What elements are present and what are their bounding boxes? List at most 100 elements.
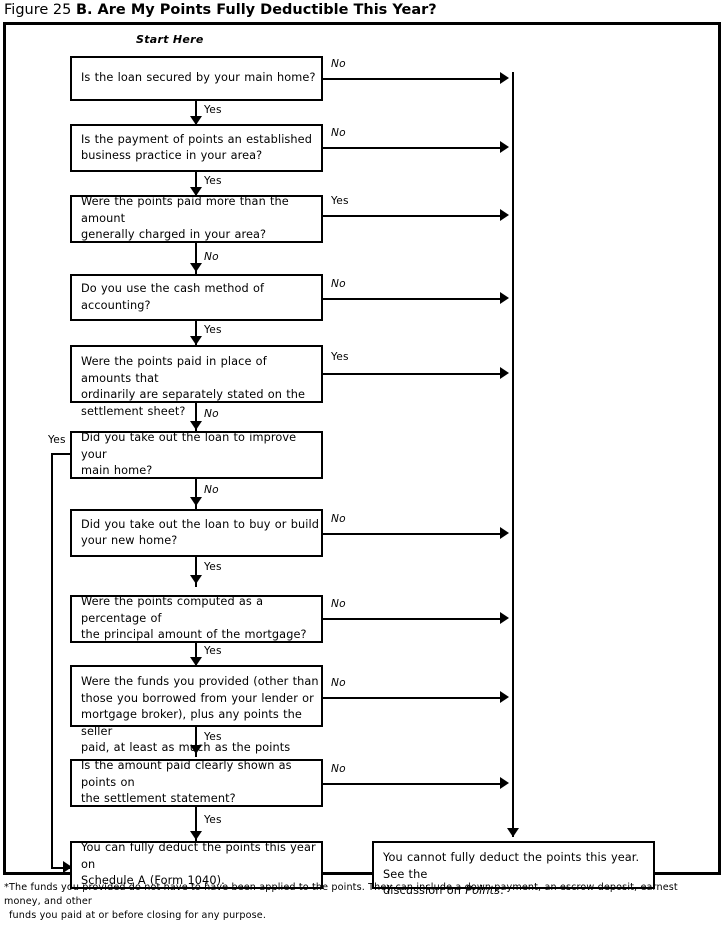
- decision-box-amount-shown-as-points-text: Is the amount paid clearly shown as poin…: [81, 759, 292, 806]
- figure-title-text: B. Are My Points Fully Deductible This Y…: [75, 2, 437, 18]
- branch-label-q8-no: No: [331, 598, 346, 610]
- decision-box-points-more-than-amount[interactable]: Were the points paid more than the amoun…: [70, 195, 323, 243]
- outcome-box-fully-deductible[interactable]: You can fully deduct the points this yea…: [70, 841, 323, 889]
- footnote: *The funds you provided do not have to h…: [4, 881, 716, 923]
- arrowhead-q1-no: [500, 72, 509, 84]
- connector-q5-yes: [323, 373, 503, 375]
- arrowhead-q2-no: [500, 141, 509, 153]
- arrowhead-q2-q3: [190, 187, 202, 196]
- not-deductible-points-link[interactable]: Points: [465, 884, 501, 897]
- connector-q3-q4: [195, 243, 197, 276]
- branch-label-q6-yes: Yes: [48, 434, 66, 446]
- branch-label-q3-yes: Yes: [331, 195, 349, 207]
- connector-q2-no: [323, 147, 503, 149]
- decision-box-points-as-percentage[interactable]: Were the points computed as a percentage…: [70, 595, 323, 643]
- branch-label-q1-no: No: [331, 58, 346, 70]
- branch-label-q4-yes: Yes: [204, 324, 222, 336]
- decision-box-funds-provided[interactable]: Were the funds you provided (other than …: [70, 665, 323, 771]
- decision-box-cash-method-text: Do you use the cash method of accounting…: [81, 282, 265, 312]
- branch-label-q9-no: No: [331, 677, 346, 689]
- branch-label-q10-no: No: [331, 763, 346, 775]
- connector-q10-yes: [195, 807, 197, 843]
- not-deductible-tail: .: [500, 884, 504, 897]
- decision-box-points-in-place-of-amounts-text: Were the points paid in place of amounts…: [81, 355, 306, 418]
- connector-q6-q7: [195, 479, 197, 509]
- branch-label-q4-no: No: [331, 278, 346, 290]
- connector-q9-no: [323, 697, 503, 699]
- branch-label-q2-no: No: [331, 127, 346, 139]
- not-deductible-lead: discussion on: [383, 884, 466, 897]
- connector-q6-yes-to-outcome: [51, 867, 72, 869]
- footnote-line-1: *The funds you provided do not have to h…: [4, 882, 682, 907]
- decision-box-loan-to-improve-home-text: Did you take out the loan to improve you…: [81, 431, 297, 478]
- branch-label-q3-no: No: [204, 251, 219, 263]
- arrowhead-q10-yes: [190, 831, 202, 840]
- connector-q4-q5: [195, 321, 197, 347]
- branch-label-q9-yes: Yes: [204, 731, 222, 743]
- connector-no-collector-spine: [512, 72, 514, 837]
- decision-box-loan-to-buy-or-build[interactable]: Did you take out the loan to buy or buil…: [70, 509, 323, 557]
- not-deductible-line1: You cannot fully deduct the points this …: [383, 851, 640, 881]
- decision-box-established-practice[interactable]: Is the payment of points an established …: [70, 124, 323, 172]
- decision-box-established-practice-text: Is the payment of points an established …: [81, 132, 312, 163]
- figure-number: Figure 25: [4, 2, 72, 18]
- page-title: Figure 25 B. Are My Points Fully Deducti…: [4, 1, 437, 19]
- arrowhead-q5-q6: [190, 421, 202, 430]
- connector-q9-q10: [195, 727, 197, 757]
- arrowhead-q6-yes: [63, 861, 72, 873]
- connector-q3-yes: [323, 215, 503, 217]
- branch-label-q1-yes: Yes: [204, 104, 222, 116]
- connector-q10-no: [323, 783, 503, 785]
- branch-label-q7-yes: Yes: [204, 561, 222, 573]
- branch-label-q8-yes: Yes: [204, 645, 222, 657]
- outcome-box-not-fully-deductible-text: You cannot fully deduct the points this …: [383, 850, 653, 900]
- flowchart-frame: Start Here Is the loan secured by your m…: [3, 22, 721, 897]
- arrowhead-q3-q4: [190, 263, 202, 272]
- arrowhead-q4-q5: [190, 336, 202, 345]
- connector-q5-q6: [195, 403, 197, 433]
- start-here-label: Start Here: [136, 33, 204, 46]
- branch-label-q7-no: No: [331, 513, 346, 525]
- connector-q6-yes-vertical: [51, 453, 53, 867]
- arrowhead-q8-no: [500, 612, 509, 624]
- arrowhead-q10-no: [500, 777, 509, 789]
- decision-box-points-more-than-amount-text: Were the points paid more than the amoun…: [81, 195, 289, 242]
- arrowhead-q3-yes: [500, 209, 509, 221]
- outcome-box-fully-deductible-text: You can fully deduct the points this yea…: [81, 841, 316, 888]
- decision-box-loan-to-buy-or-build-text: Did you take out the loan to buy or buil…: [81, 517, 319, 548]
- arrowhead-q6-q7: [190, 497, 202, 506]
- decision-box-cash-method[interactable]: Do you use the cash method of accounting…: [70, 274, 323, 321]
- branch-label-q5-no: No: [204, 408, 219, 420]
- arrowhead-q7-no: [500, 527, 509, 539]
- decision-box-amount-shown-as-points[interactable]: Is the amount paid clearly shown as poin…: [70, 759, 323, 807]
- connector-q6-yes-horizontal: [51, 453, 72, 455]
- connector-q2-q3: [195, 172, 197, 198]
- branch-label-q5-yes: Yes: [331, 351, 349, 363]
- connector-q4-no: [323, 298, 503, 300]
- connector-q1-q2: [195, 101, 197, 127]
- decision-box-loan-secured[interactable]: Is the loan secured by your main home?: [70, 56, 323, 101]
- connector-q1-no: [323, 78, 503, 80]
- connector-q8-q9: [195, 643, 197, 667]
- branch-label-q2-yes: Yes: [204, 175, 222, 187]
- arrowhead-no-collector: [507, 828, 519, 837]
- connector-q7-no: [323, 533, 503, 535]
- decision-box-points-as-percentage-text: Were the points computed as a percentage…: [81, 595, 307, 642]
- outcome-box-not-fully-deductible[interactable]: You cannot fully deduct the points this …: [372, 841, 655, 897]
- branch-label-q6-no: No: [204, 484, 219, 496]
- arrowhead-q9-no: [500, 691, 509, 703]
- branch-label-q10-yes: Yes: [204, 814, 222, 826]
- connector-q7-q8: [195, 557, 197, 587]
- arrowhead-q7-q8: [190, 575, 202, 584]
- arrowhead-q1-q2: [190, 116, 202, 125]
- arrowhead-q8-q9: [190, 657, 202, 666]
- arrowhead-q4-no: [500, 292, 509, 304]
- connector-q8-no: [323, 618, 503, 620]
- arrowhead-q9-q10: [190, 745, 202, 754]
- decision-box-loan-to-improve-home[interactable]: Did you take out the loan to improve you…: [70, 431, 323, 479]
- decision-box-loan-secured-text: Is the loan secured by your main home?: [81, 71, 316, 85]
- footnote-line-2: funds you paid at or before closing for …: [9, 910, 267, 921]
- arrowhead-q5-yes: [500, 367, 509, 379]
- decision-box-points-in-place-of-amounts[interactable]: Were the points paid in place of amounts…: [70, 345, 323, 418]
- flowchart-canvas: Start Here Is the loan secured by your m…: [6, 25, 718, 897]
